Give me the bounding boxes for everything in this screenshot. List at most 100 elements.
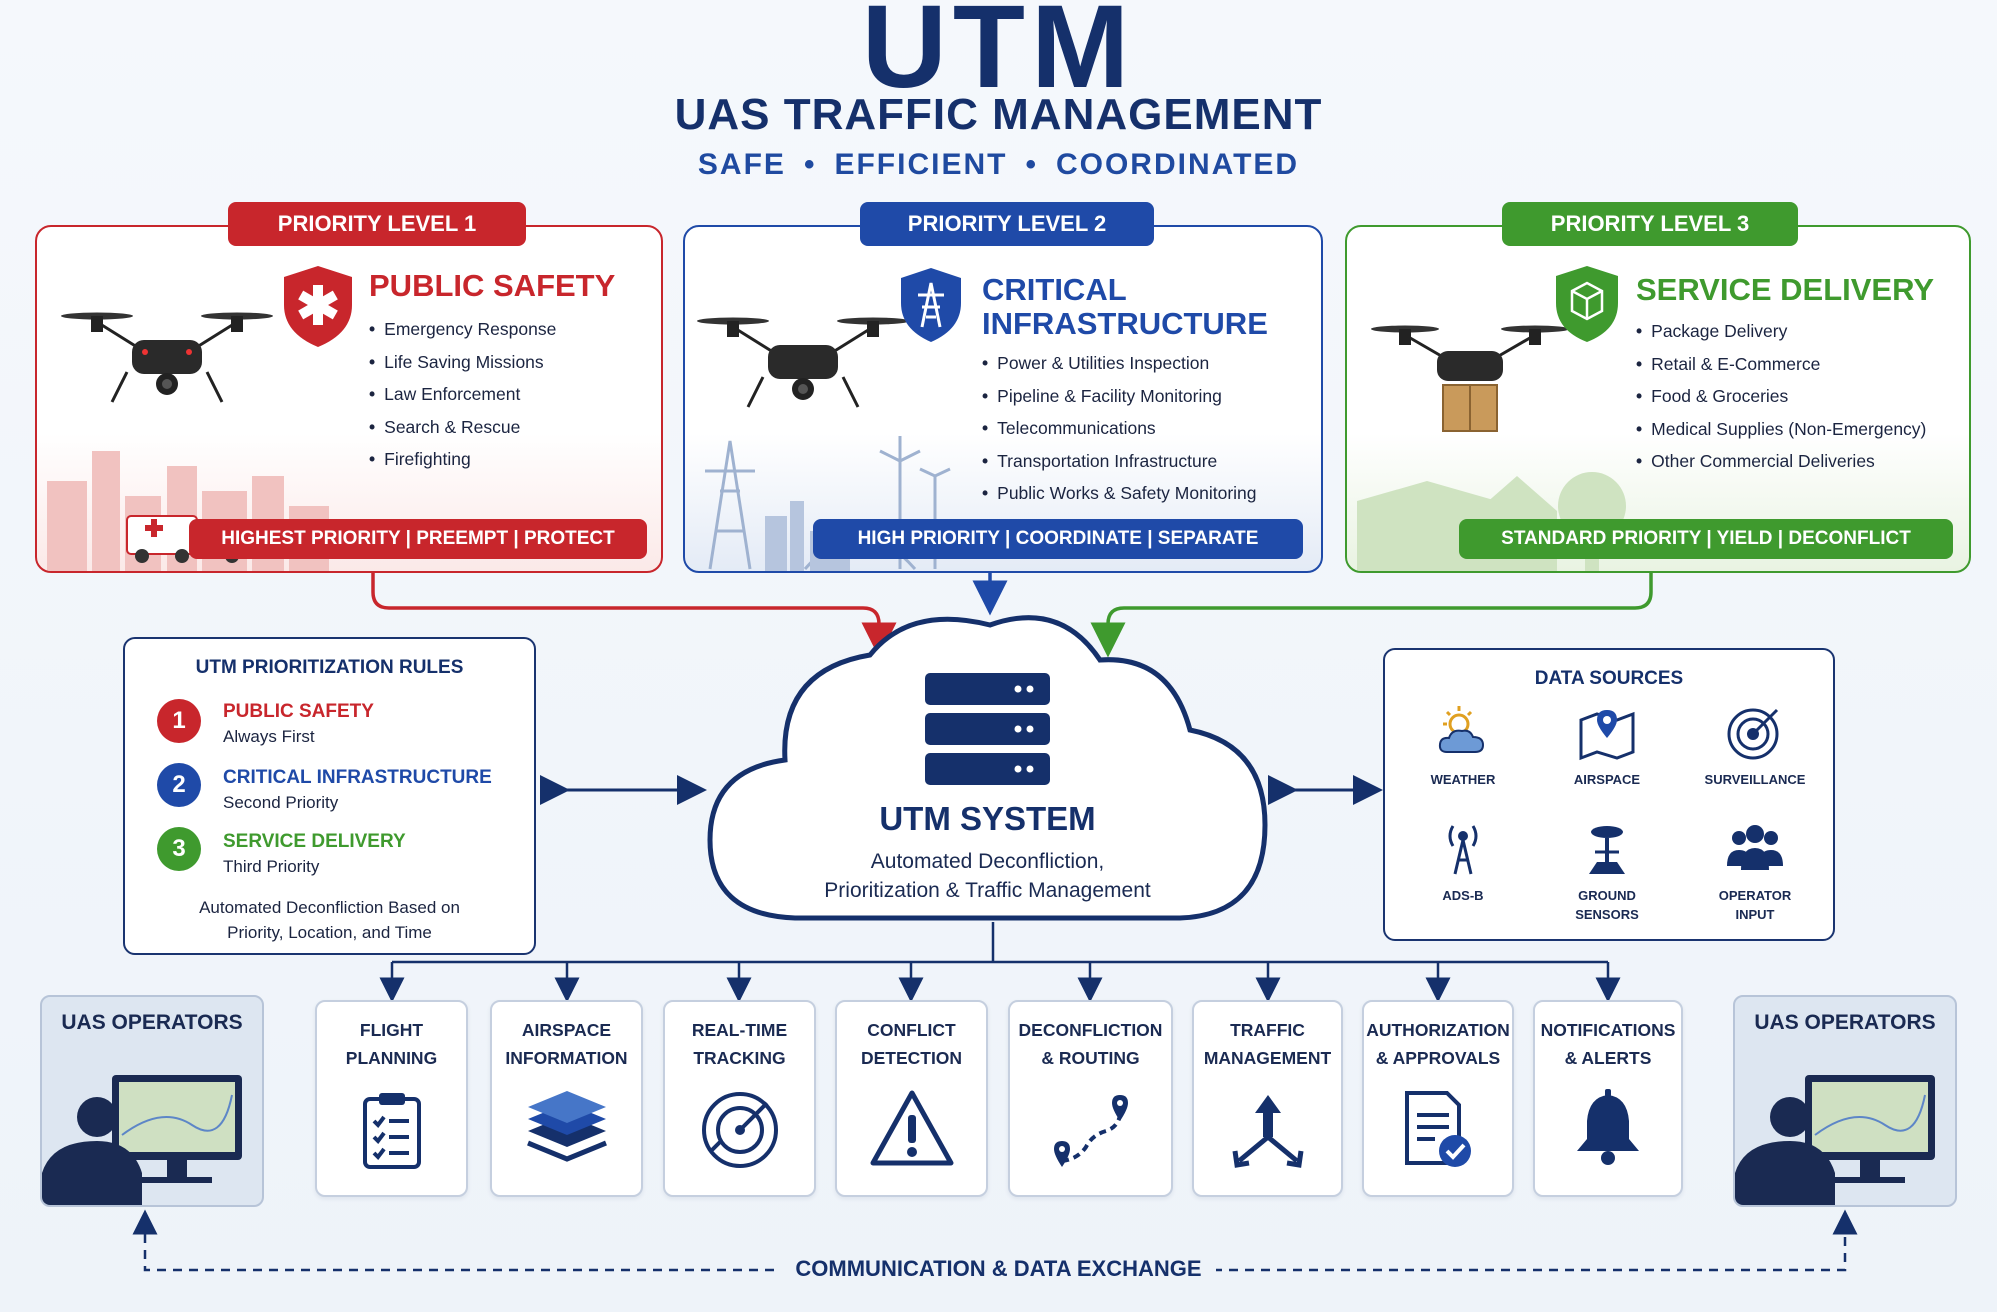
list-item: Medical Supplies (Non-Emergency)	[1636, 413, 1926, 446]
rules-note-line: Priority, Location, and Time	[227, 923, 432, 942]
weather-icon	[1438, 706, 1485, 753]
priority-footer: STANDARD PRIORITY | YIELD | DECONFLICT	[1459, 519, 1953, 559]
priority-footer: HIGHEST PRIORITY | PREEMPT | PROTECT	[189, 519, 647, 559]
rule-number-badge: 3	[157, 827, 201, 871]
priority-item-list: Power & Utilities Inspection Pipeline & …	[982, 347, 1257, 510]
radar-icon	[701, 1092, 778, 1168]
priority-title: SERVICE DELIVERY	[1636, 272, 1935, 307]
system-title: UTM SYSTEM	[879, 800, 1096, 837]
priority-title-line2: INFRASTRUCTURE	[982, 306, 1268, 341]
service-label: TRAFFIC MANAGEMENT	[1203, 1020, 1332, 1068]
priority-item-list: Package Delivery Retail & E-Commerce Foo…	[1636, 315, 1926, 478]
route-icon	[1053, 1095, 1128, 1167]
service-traffic-management: TRAFFIC MANAGEMENT	[1192, 1000, 1343, 1197]
package-shield-icon	[1556, 266, 1618, 342]
list-item: Law Enforcement	[369, 378, 556, 411]
service-label: REAL-TIME TRACKING	[691, 1020, 788, 1068]
list-item: Life Saving Missions	[369, 346, 556, 379]
list-item: Package Delivery	[1636, 315, 1926, 348]
rules-title: UTM PRIORITIZATION RULES	[195, 657, 464, 678]
service-deconfliction-routing: DECONFLICTION & ROUTING	[1008, 1000, 1173, 1197]
priority-footer: HIGH PRIORITY | COORDINATE | SEPARATE	[813, 519, 1303, 559]
data-source-label: GROUND SENSORS	[1575, 888, 1639, 922]
rule-number-badge: 2	[157, 763, 201, 807]
system-description-line: Prioritization & Traffic Management	[824, 879, 1151, 902]
tagline: SAFE•EFFICIENT•COORDINATED	[697, 148, 1300, 181]
rules-note: Automated Deconfliction Based on Priorit…	[125, 895, 534, 945]
ground-sensor-icon	[1589, 826, 1625, 874]
service-notifications-alerts: NOTIFICATIONS & ALERTS	[1533, 1000, 1683, 1197]
uas-operators-right-panel: UAS OPERATORS	[1733, 995, 1957, 1207]
rule-title: SERVICE DELIVERY	[223, 831, 406, 852]
priority-tab: PRIORITY LEVEL 2	[860, 202, 1154, 246]
arrow-service-delivery	[1090, 560, 1653, 658]
service-flight-planning: FLIGHT PLANNING	[315, 1000, 468, 1197]
warning-icon	[870, 1090, 953, 1166]
approved-document-icon	[1405, 1091, 1471, 1167]
priority-panel-service-delivery: SERVICE DELIVERY Package Delivery Retail…	[1345, 225, 1971, 573]
data-source-label: AIRSPACE	[1573, 772, 1641, 787]
uas-operators-left-panel: UAS OPERATORS	[40, 995, 264, 1207]
operator-at-computer-icon	[42, 1075, 242, 1205]
prioritization-rules-box: UTM PRIORITIZATION RULES 1 PUBLIC SAFETY…	[123, 637, 536, 955]
data-source-label: SURVEILLANCE	[1704, 772, 1806, 787]
list-item: Telecommunications	[982, 412, 1257, 445]
subtitle: UAS TRAFFIC MANAGEMENT	[674, 90, 1323, 139]
service-airspace-information: AIRSPACE INFORMATION	[490, 1000, 643, 1197]
data-source-label: OPERATOR INPUT	[1718, 888, 1792, 922]
list-item: Emergency Response	[369, 313, 556, 346]
operators-label: UAS OPERATORS	[61, 1011, 243, 1034]
server-stack-icon	[925, 673, 1050, 785]
medical-shield-icon	[284, 266, 352, 347]
priority-tab: PRIORITY LEVEL 1	[228, 202, 526, 246]
service-label: NOTIFICATIONS & ALERTS	[1540, 1020, 1676, 1068]
list-item: Public Works & Safety Monitoring	[982, 477, 1256, 510]
list-item: Food & Groceries	[1636, 380, 1926, 413]
priority-tab: PRIORITY LEVEL 3	[1502, 202, 1798, 246]
list-item: Other Commercial Deliveries	[1636, 445, 1926, 478]
service-label: AIRSPACE INFORMATION	[505, 1020, 628, 1068]
priority-panel-public-safety: PUBLIC SAFETY Emergency Response Life Sa…	[35, 225, 663, 573]
rule-subtitle: Third Priority	[223, 857, 320, 876]
delivery-drone-icon	[1371, 325, 1569, 432]
rule-number-badge: 1	[157, 699, 201, 743]
service-authorization-approvals: AUTHORIZATION & APPROVALS	[1362, 1000, 1514, 1197]
drone-icon	[61, 312, 273, 403]
service-label: AUTHORIZATION & APPROVALS	[1366, 1020, 1510, 1068]
data-sources-box: DATA SOURCES WEATHER AIRSPACE SURVEILLAN…	[1383, 648, 1835, 941]
tagline-word: EFFICIENT	[834, 148, 1008, 181]
drone-icon	[697, 317, 909, 408]
utm-system-cloud	[707, 615, 1268, 921]
system-description: Automated Deconfliction, Prioritization …	[700, 847, 1275, 905]
tagline-word: SAFE	[697, 148, 786, 181]
rules-note-line: Automated Deconfliction Based on	[199, 898, 460, 917]
operators-label: UAS OPERATORS	[1754, 1011, 1936, 1034]
data-source-label: ADS-B	[1442, 888, 1484, 903]
communication-label: COMMUNICATION & DATA EXCHANGE	[781, 1256, 1216, 1281]
antenna-icon	[1448, 825, 1478, 875]
priority-panel-critical-infrastructure: CRITICAL INFRASTRUCTURE Power & Utilitie…	[683, 225, 1323, 573]
priority-title-line1: CRITICAL	[982, 272, 1127, 307]
priority-item-list: Emergency Response Life Saving Missions …	[369, 313, 556, 476]
operator-at-computer-icon	[1735, 1075, 1935, 1205]
rule-title: CRITICAL INFRASTRUCTURE	[223, 767, 492, 788]
list-item: Retail & E-Commerce	[1636, 348, 1926, 381]
service-conflict-detection: CONFLICT DETECTION	[835, 1000, 988, 1197]
clipboard-icon	[362, 1093, 421, 1169]
data-source-label: WEATHER	[1430, 772, 1496, 787]
rule-subtitle: Second Priority	[223, 793, 339, 812]
radar-target-icon	[1727, 708, 1779, 760]
service-label: FLIGHT PLANNING	[345, 1020, 438, 1068]
list-item: Firefighting	[369, 443, 556, 476]
map-pin-icon	[1579, 710, 1635, 761]
communication-label-row: COMMUNICATION & DATA EXCHANGE	[0, 1256, 1997, 1282]
list-item: Search & Rescue	[369, 411, 556, 444]
bell-icon	[1577, 1089, 1639, 1165]
layers-icon	[526, 1091, 607, 1162]
service-label: DECONFLICTION & ROUTING	[1018, 1020, 1163, 1068]
people-icon	[1727, 825, 1783, 870]
service-label: CONFLICT DETECTION	[860, 1020, 963, 1068]
list-item: Transportation Infrastructure	[982, 445, 1257, 478]
power-tower-shield-icon	[901, 268, 961, 342]
split-arrows-icon	[1232, 1095, 1303, 1168]
